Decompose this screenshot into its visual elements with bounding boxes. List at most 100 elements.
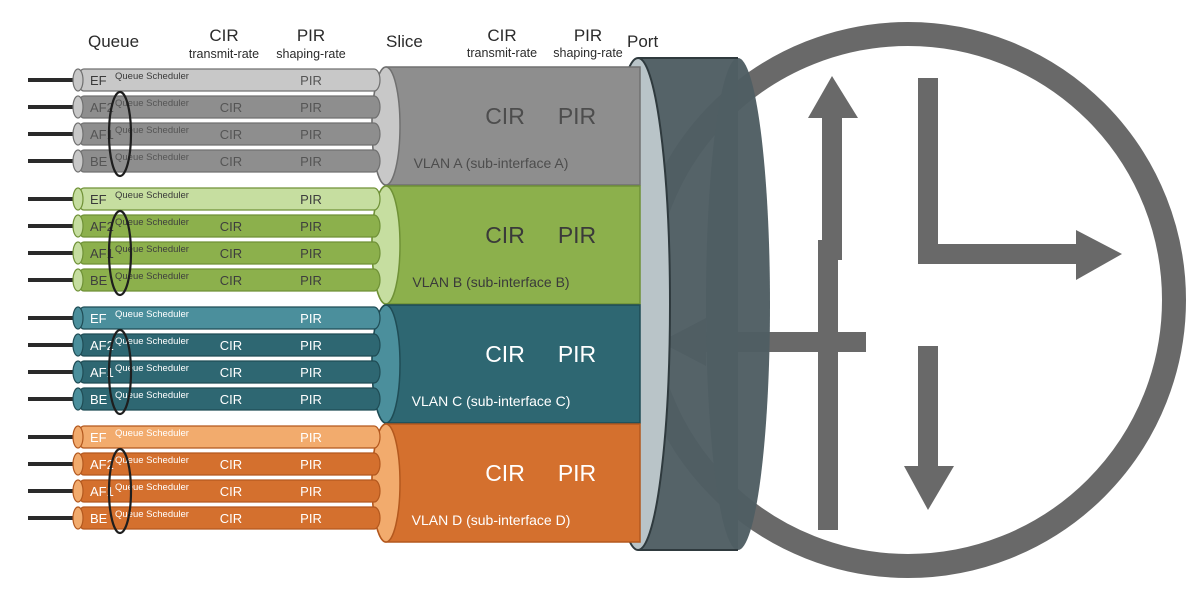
router-arrow-right	[918, 78, 1076, 264]
queue-scheduler-label: Queue Scheduler	[115, 363, 189, 374]
header-queue-pir: PIR	[297, 26, 325, 45]
port-face	[706, 58, 770, 550]
queue-scheduler-label: Queue Scheduler	[115, 217, 189, 228]
vlan-pir-label: PIR	[558, 341, 596, 367]
queue-tube-end	[72, 241, 84, 265]
queue-tube: BE Queue Scheduler CIR PIR	[28, 387, 381, 411]
queue-cir-label: CIR	[220, 100, 242, 115]
queue-cir-label: CIR	[220, 127, 242, 142]
queue-scheduler-label: Queue Scheduler	[115, 455, 189, 466]
vlan-group: CIR PIR VLAN B (sub-interface B) EF Queue Sc…	[28, 185, 641, 305]
queue-name-label: BE	[90, 392, 108, 407]
header-slice-cir-sub: transmit-rate	[467, 46, 537, 60]
queue-scheduler-label: Queue Scheduler	[115, 152, 189, 163]
vlan-slices: CIR PIR VLAN A (sub-interface A) EF Queue Sc…	[28, 66, 641, 543]
header-slice-pir: PIR	[574, 26, 602, 45]
queue-pir-label: PIR	[300, 311, 322, 326]
queue-name-label: EF	[90, 192, 107, 207]
port-disc	[605, 57, 770, 551]
header-slice-pir-sub: shaping-rate	[553, 46, 623, 60]
vlan-group: CIR PIR VLAN A (sub-interface A) EF Queue Sc…	[28, 66, 641, 186]
queue-scheduler-label: Queue Scheduler	[115, 428, 189, 439]
vlan-cir-label: CIR	[485, 460, 525, 486]
queue-name-label: AF1	[90, 246, 114, 261]
queue-pir-label: PIR	[300, 484, 322, 499]
vlan-name-label: VLAN B (sub-interface B)	[412, 274, 569, 290]
queue-tube-end	[72, 306, 84, 330]
queue-name-label: AF1	[90, 365, 114, 380]
queue-name-label: EF	[90, 430, 107, 445]
queue-scheduler-label: Queue Scheduler	[115, 244, 189, 255]
queue-cir-label: CIR	[220, 392, 242, 407]
queue-name-label: AF2	[90, 219, 114, 234]
queue-name-label: AF1	[90, 127, 114, 142]
vlan-cir-label: CIR	[485, 341, 525, 367]
queue-scheduler-label: Queue Scheduler	[115, 390, 189, 401]
router-arrow-up	[818, 118, 842, 530]
queue-name-label: BE	[90, 154, 108, 169]
vlan-pir-label: PIR	[558, 460, 596, 486]
vlan-name-label: VLAN C (sub-interface C)	[412, 393, 571, 409]
queue-cir-label: CIR	[220, 511, 242, 526]
queue-name-label: EF	[90, 73, 107, 88]
queue-cir-label: CIR	[220, 457, 242, 472]
queue-tube-end	[72, 333, 84, 357]
queue-scheduler-label: Queue Scheduler	[115, 98, 189, 109]
queue-tube-end	[72, 387, 84, 411]
queue-tube-end	[72, 268, 84, 292]
queue-tube-end	[72, 360, 84, 384]
queue-scheduler-label: Queue Scheduler	[115, 509, 189, 520]
queue-pir-label: PIR	[300, 273, 322, 288]
vlan-cir-label: CIR	[485, 222, 525, 248]
queue-tube-end	[72, 452, 84, 476]
queue-pir-label: PIR	[300, 392, 322, 407]
queue-scheduler-label: Queue Scheduler	[115, 190, 189, 201]
vlan-name-label: VLAN A (sub-interface A)	[414, 155, 569, 171]
queue-tube-end	[72, 214, 84, 238]
queue-pir-label: PIR	[300, 246, 322, 261]
queue-cir-label: CIR	[220, 219, 242, 234]
queue-scheduler-label: Queue Scheduler	[115, 71, 189, 82]
queue-scheduler-loop	[107, 328, 133, 416]
queue-pir-label: PIR	[300, 365, 322, 380]
queue-scheduler-loop	[107, 209, 133, 297]
queue-scheduler-label: Queue Scheduler	[115, 271, 189, 282]
queue-pir-label: PIR	[300, 192, 322, 207]
queue-pir-label: PIR	[300, 100, 322, 115]
header-port: Port	[627, 32, 658, 51]
queue-pir-label: PIR	[300, 457, 322, 472]
queue-name-label: AF1	[90, 484, 114, 499]
queue-tube-end	[72, 187, 84, 211]
queue-tube-end	[72, 122, 84, 146]
queue-cir-label: CIR	[220, 338, 242, 353]
queue-name-label: AF2	[90, 338, 114, 353]
queue-cir-label: CIR	[220, 484, 242, 499]
queue-name-label: EF	[90, 311, 107, 326]
queue-scheduler-label: Queue Scheduler	[115, 309, 189, 320]
queue-tube: EF Queue Scheduler PIR	[28, 306, 381, 330]
queue-name-label: BE	[90, 511, 108, 526]
header-queue-cir: CIR	[209, 26, 238, 45]
queue-cir-label: CIR	[220, 365, 242, 380]
queue-tube-end	[72, 479, 84, 503]
queue-tube-end	[72, 425, 84, 449]
header-queue: Queue	[88, 32, 139, 51]
header-queue-pir-sub: shaping-rate	[276, 47, 346, 61]
queue-cir-label: CIR	[220, 246, 242, 261]
arrowhead-up	[808, 76, 858, 118]
queue-scheduler-loop	[107, 90, 133, 178]
header-queue-cir-sub: transmit-rate	[189, 47, 259, 61]
queue-name-label: AF2	[90, 100, 114, 115]
queue-scheduler-label: Queue Scheduler	[115, 482, 189, 493]
